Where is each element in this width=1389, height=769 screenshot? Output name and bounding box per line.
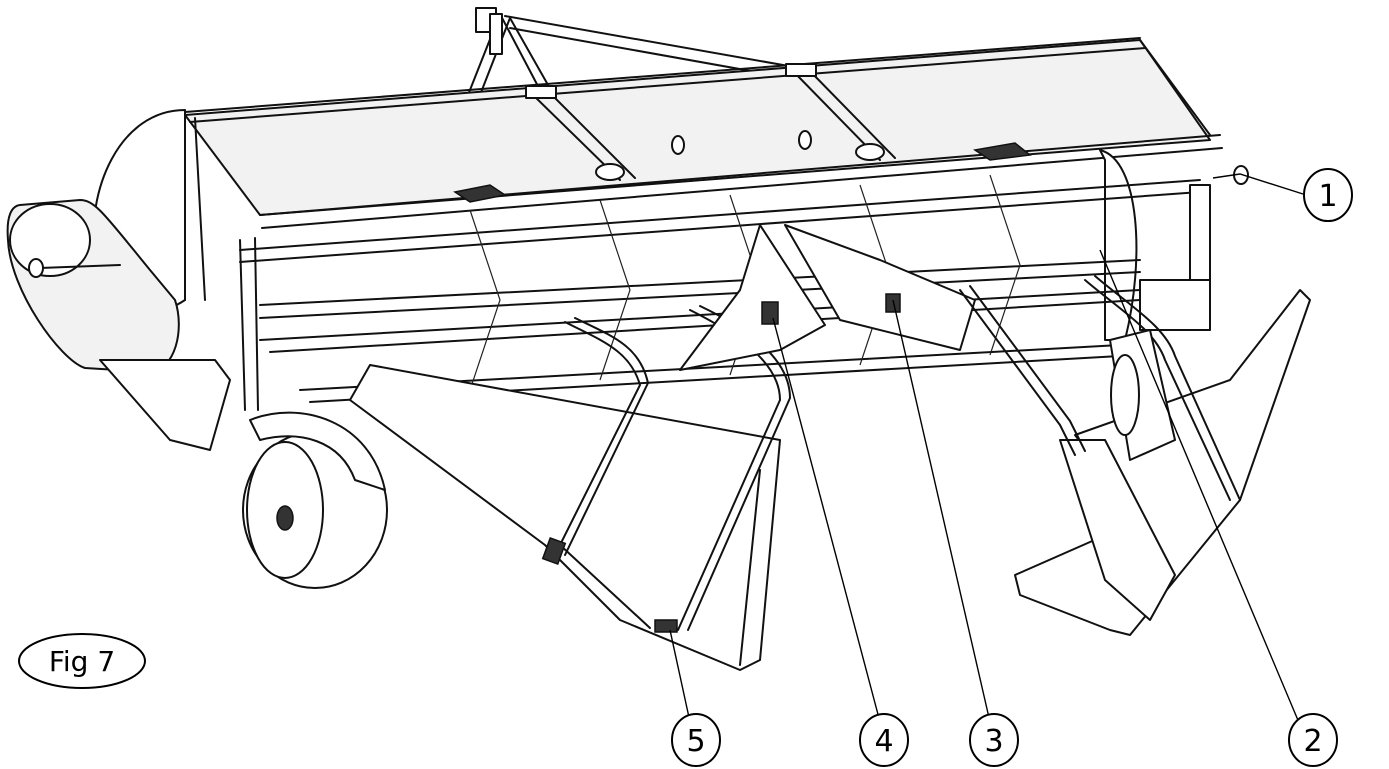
callout-2: 2 <box>1288 713 1338 767</box>
callout-3-label: 3 <box>984 724 1003 759</box>
left-deflector <box>349 364 781 671</box>
callout-1: 1 <box>1303 168 1353 222</box>
callout-3: 3 <box>969 713 1019 767</box>
top-handles <box>453 142 1032 203</box>
center-plates <box>679 224 976 371</box>
figure-label: Fig 7 <box>18 633 146 689</box>
callout-5: 5 <box>671 713 721 767</box>
leader-lines <box>669 173 1304 726</box>
callout-4-label: 4 <box>874 724 893 759</box>
right-deflector <box>959 275 1311 636</box>
callout-2-label: 2 <box>1303 724 1322 759</box>
drive-guard <box>6 199 231 451</box>
callout-4: 4 <box>859 713 909 767</box>
hopper-body <box>184 37 1223 301</box>
pins <box>28 130 1249 278</box>
callout-1-label: 1 <box>1318 179 1337 214</box>
left-wheel <box>242 411 388 589</box>
callout-5-label: 5 <box>686 724 705 759</box>
figure-label-text: Fig 7 <box>49 645 115 678</box>
